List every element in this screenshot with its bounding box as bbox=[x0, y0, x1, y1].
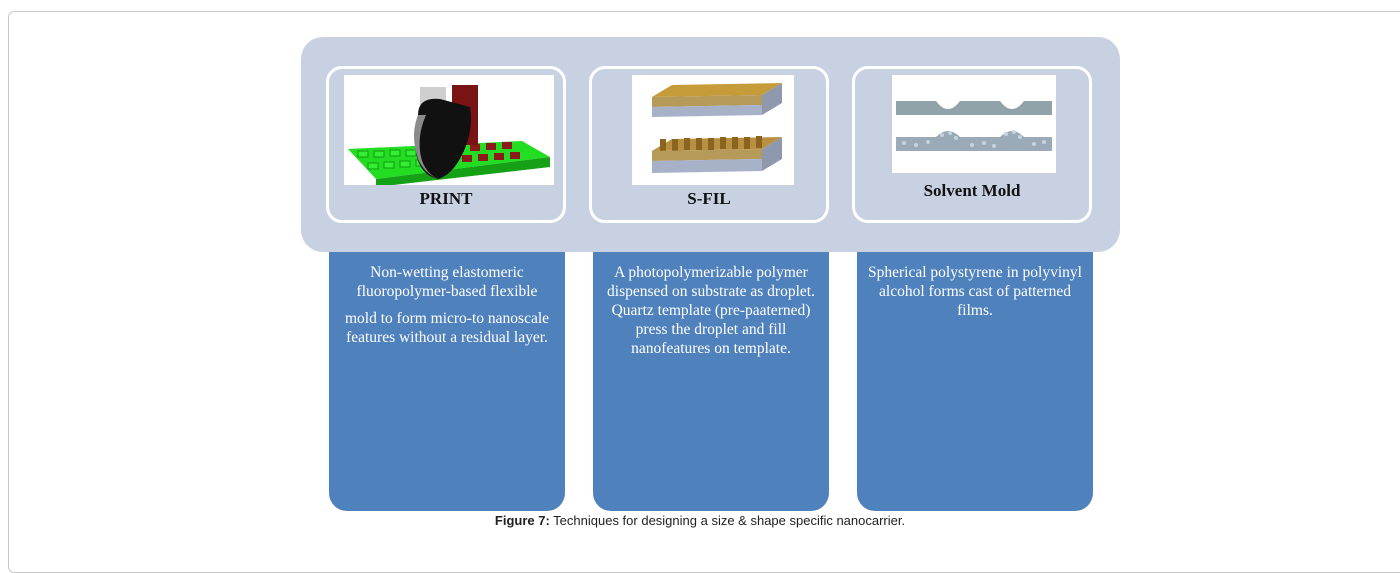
print-mold-illustration bbox=[344, 75, 554, 185]
technique-label: S-FIL bbox=[687, 189, 731, 208]
technique-description-print: Non-wetting elastomeric fluoropolymer-ba… bbox=[329, 252, 565, 511]
technique-label: Solvent Mold bbox=[923, 181, 1021, 200]
technique-card-print: PRINT bbox=[326, 66, 566, 223]
figure-caption: Figure 7: Techniques for designing a siz… bbox=[0, 513, 1400, 528]
solvent-mold-illustration bbox=[892, 75, 1056, 173]
description-text: mold to form micro-to nanoscale features… bbox=[344, 310, 550, 346]
description-text: Spherical polystyrene in polyvinyl alcoh… bbox=[868, 264, 1082, 319]
s-fil-template-illustration bbox=[632, 75, 794, 185]
description-text: A photopolymerizable polymer dispensed o… bbox=[607, 264, 815, 357]
technique-description-solvent-mold: Spherical polystyrene in polyvinyl alcoh… bbox=[857, 252, 1093, 511]
technique-card-s-fil: S-FIL bbox=[589, 66, 829, 223]
caption-label: Figure 7: bbox=[494, 513, 550, 528]
technique-card-solvent-mold: Solvent Mold bbox=[852, 66, 1092, 223]
technique-label: PRINT bbox=[419, 189, 473, 208]
caption-text: Techniques for designing a size & shape … bbox=[549, 513, 906, 528]
description-text: Non-wetting elastomeric fluoropolymer-ba… bbox=[356, 264, 538, 300]
technique-description-s-fil: A photopolymerizable polymer dispensed o… bbox=[593, 252, 829, 511]
